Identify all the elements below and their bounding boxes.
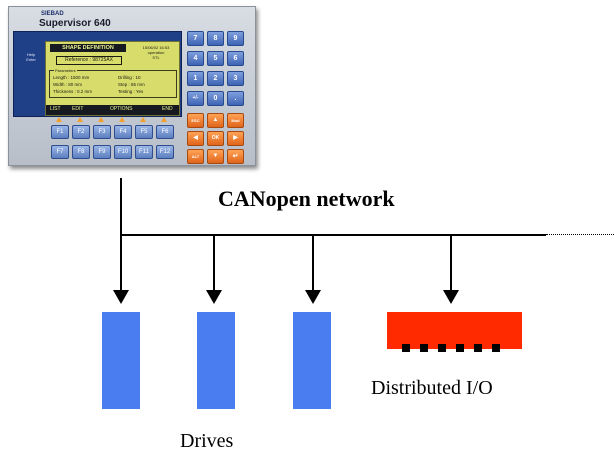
function-key-f5: F5 [135,125,153,139]
function-key-f10: F10 [114,145,132,159]
io-connector-pin [420,344,428,352]
arrow-down-drive-2 [206,290,222,304]
function-key-f12: F12 [156,145,174,159]
lcd-length: Length : 1500 mm [53,75,90,80]
lcd-drilling: Drilling : 10 [118,75,141,80]
drop-line-drive-1 [120,235,122,292]
keypad-key-0: 0 [207,91,224,106]
io-connector-pin [492,344,500,352]
hmi-screen-bezel: Help Enter SHAPE DEFINITION 15/06/02 16:… [13,31,182,117]
arrow-right-icon: ▶ [227,131,244,146]
keypad-key-alt: ALT [187,149,204,164]
drop-line-io [450,235,452,292]
io-connector-pin [438,344,446,352]
arrow-left-icon: ◀ [187,131,204,146]
hmi-lcd: SHAPE DEFINITION 15/06/02 16:53 operatio… [45,41,180,116]
keypad-key-8: 8 [207,31,224,46]
lcd-softkey-menu: LIST EDIT OPTIONS END [46,105,179,115]
function-key-f8: F8 [72,145,90,159]
keypad-key-1: 1 [187,71,204,86]
arrow-down-drive-3 [305,290,321,304]
hmi-side-label: Help Enter [26,52,36,62]
keypad-key-4: 4 [187,51,204,66]
io-connector-pin [456,344,464,352]
io-connector-pin [474,344,482,352]
lcd-title: SHAPE DEFINITION [50,44,126,52]
hmi-drop-line [120,178,122,234]
keypad-key-plusminus: +/- [187,91,204,106]
lcd-thickness: Thickness : 0.2 mm [53,89,93,94]
lcd-menu-options: OPTIONS [110,106,133,112]
can-bus-line [120,234,546,236]
function-key-f6: F6 [156,125,174,139]
function-key-f7: F7 [51,145,69,159]
lcd-reference: Reference : 98725AX [56,56,122,65]
drop-line-drive-3 [312,235,314,292]
lcd-step: Step : 85 mm [118,82,145,87]
hmi-brand: SIEBAD [41,11,64,17]
keypad-key-9: 9 [227,31,244,46]
softkey-indicator [140,117,146,122]
distributed-io-module [387,312,522,349]
keypad-key-esc: ESC [187,113,204,128]
arrow-down-icon: ▼ [207,149,224,164]
drives-label: Drives [180,430,234,452]
keypad-key-mod: Mod [227,113,244,128]
network-label: CANopen network [218,186,395,211]
softkey-indicator [119,117,125,122]
lcd-menu-edit: EDIT [72,106,84,112]
enter-icon: ↵ [227,149,244,164]
function-key-f11: F11 [135,145,153,159]
function-key-f4: F4 [114,125,132,139]
keypad-key-dot: . [227,91,244,106]
drive-1 [102,312,140,409]
arrow-down-io [443,290,459,304]
keypad-key-7: 7 [187,31,204,46]
lcd-parameters-box: Parameters Length : 1500 mm Width : 80 m… [49,68,177,98]
softkey-indicator [161,117,167,122]
can-bus-extension [546,234,614,235]
softkey-indicator [98,117,104,122]
lcd-testing: Testing : Yes [118,89,144,94]
softkey-indicator [77,117,83,122]
keypad-key-2: 2 [207,71,224,86]
drive-3 [293,312,331,409]
io-label: Distributed I/O [371,377,493,399]
arrow-up-icon: ▲ [207,113,224,128]
lcd-menu-list: LIST [50,106,61,112]
function-key-f1: F1 [51,125,69,139]
keypad-key-6: 6 [227,51,244,66]
lcd-menu-end: END [162,106,173,112]
arrow-down-drive-1 [113,290,129,304]
function-key-f9: F9 [93,145,111,159]
function-key-f3: F3 [93,125,111,139]
lcd-width: Width : 80 mm [53,82,83,87]
drop-line-drive-2 [213,235,215,292]
keypad-key-ok: OK [207,131,224,146]
drive-2 [197,312,235,409]
keypad-key-5: 5 [207,51,224,66]
io-connector-pin [402,344,410,352]
keypad-key-3: 3 [227,71,244,86]
softkey-indicator [56,117,62,122]
lcd-parameters-title: Parameters [54,68,77,73]
lcd-status: operation STL [147,50,165,60]
function-key-f2: F2 [72,125,90,139]
hmi-panel: SIEBAD Supervisor 640 Help Enter SHAPE D… [8,6,256,166]
lcd-date: 15/06/02 16:53 [142,45,170,50]
hmi-model: Supervisor 640 [39,18,111,29]
